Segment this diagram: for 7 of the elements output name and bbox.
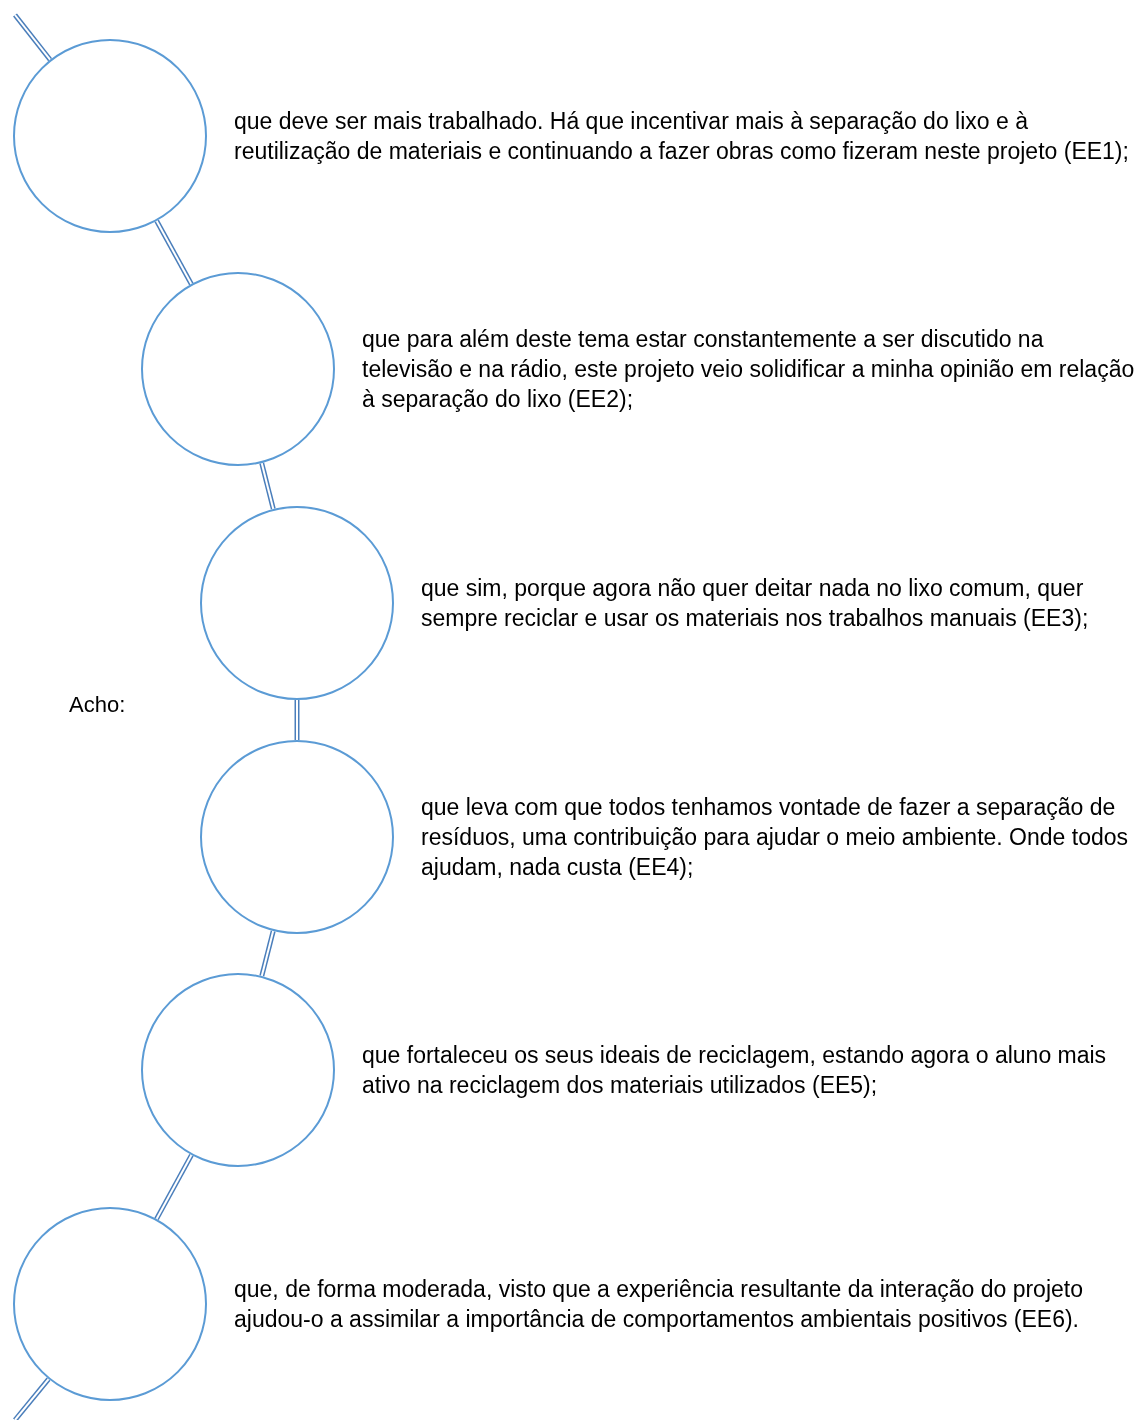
- statement-text: que fortaleceu os seus ideais de reciclagem, estando agora o aluno mais ativo na reciclagem dos materiais utilizados (EE5);: [362, 1041, 1108, 1100]
- statement-text: que sim, porque agora não quer deitar nada no lixo comum, quer sempre reciclar e usar os materiais nos trabalhos manuais (EE3);: [421, 574, 1090, 633]
- lead-in-text: Acho:: [69, 691, 126, 719]
- statement-text: que leva com que todos tenhamos vontade de fazer a separação de resíduos, uma contribuição para ajudar o meio ambiente. Onde todos ajudam, nada custa (EE4);: [421, 793, 1130, 882]
- statement-text: que, de forma moderada, visto que a experiência resultante da interação do projeto ajudou-o a assimilar a importância de comportamentos ambientais positivos (EE6).: [234, 1275, 1084, 1334]
- statement-text: que deve ser mais trabalhado. Há que incentivar mais à separação do lixo e à reutilização de materiais e continuando a fazer obras como fizeram neste projeto (EE1);: [234, 107, 1130, 166]
- statement-text: que para além deste tema estar constantemente a ser discutido na televisão e na rádio, este projeto veio solidificar a minha opinião em relação à separação do lixo (EE2);: [362, 325, 1136, 414]
